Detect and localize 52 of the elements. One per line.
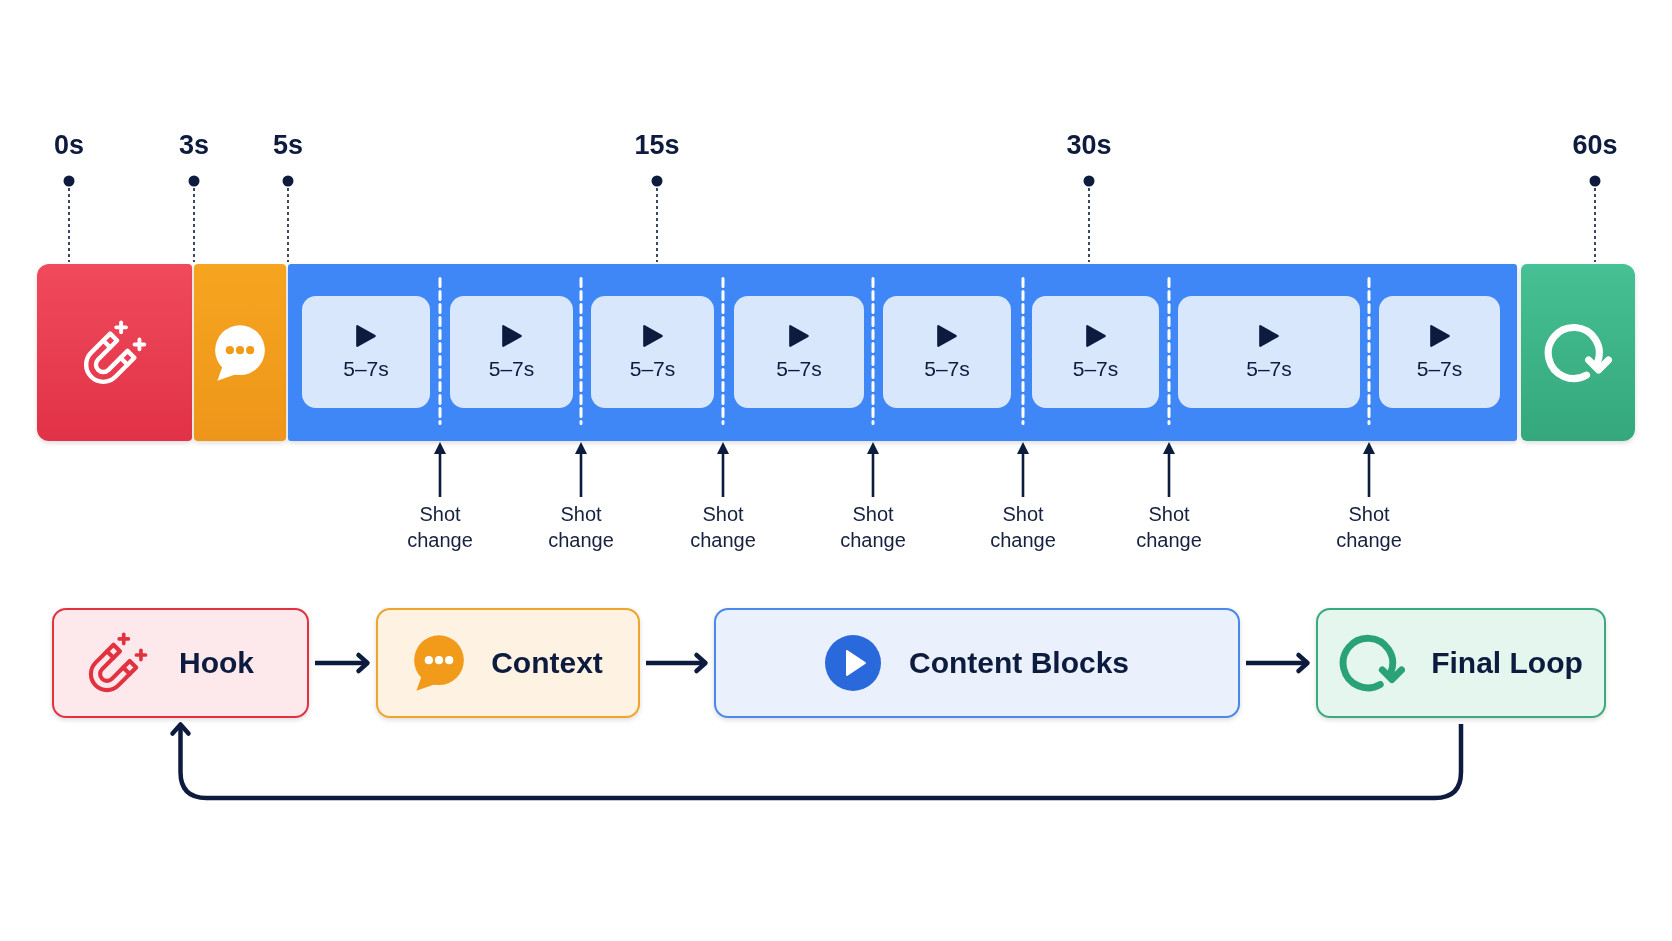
stage-box [1316,608,1606,718]
arrow [646,652,708,674]
time-label: 5s [273,129,303,162]
arrow [1363,442,1375,497]
clip-block [734,296,864,408]
timeline-segment [37,264,192,441]
shot-change-label: Shot change [833,500,913,554]
arrow [1163,442,1175,497]
content-track [288,264,1517,441]
clip-block [450,296,573,408]
shot-change-label: Shot change [1129,500,1209,554]
duration-text: 5–7s [1416,356,1463,381]
timeline-segment [1521,264,1635,441]
clip-block [302,296,430,408]
arrow [1246,652,1310,674]
arrow [867,442,879,497]
duration-text: 5–7s [1072,356,1119,381]
duration-text: 5–7s [488,356,535,381]
stage-title: Context [491,646,603,680]
stage-title: Final Loop [1431,646,1583,680]
timeline-segment [194,264,286,441]
stage-box [52,608,309,718]
time-label: 3s [179,129,209,162]
clip-block [1178,296,1360,408]
duration-text: 5–7s [629,356,676,381]
duration-text: 5–7s [1246,356,1292,381]
arrow [434,442,446,497]
clip-block [883,296,1011,408]
shot-change-label: Shot change [541,500,621,554]
clip-block [1379,296,1500,408]
stage-title: Content Blocks [909,646,1129,680]
arrow [717,442,729,497]
time-label: 30s [1066,129,1112,162]
stage-box [376,608,640,718]
shot-change-label: Shot change [1329,500,1409,554]
time-label: 15s [634,129,680,162]
time-label: 0s [54,129,84,162]
clip-block [1032,296,1159,408]
duration-text: 5–7s [343,356,389,381]
clip-block [591,296,714,408]
stage-title: Hook [179,646,254,680]
shot-change-label: Shot change [983,500,1063,554]
arrow [1017,442,1029,497]
arrow [170,722,1464,801]
shot-change-label: Shot change [683,500,763,554]
time-label: 60s [1572,129,1618,162]
duration-text: 5–7s [924,356,970,381]
shot-change-label: Shot change [400,500,480,554]
arrow [575,442,587,497]
arrow [315,652,370,674]
duration-text: 5–7s [776,356,822,381]
stage-box [714,608,1240,718]
